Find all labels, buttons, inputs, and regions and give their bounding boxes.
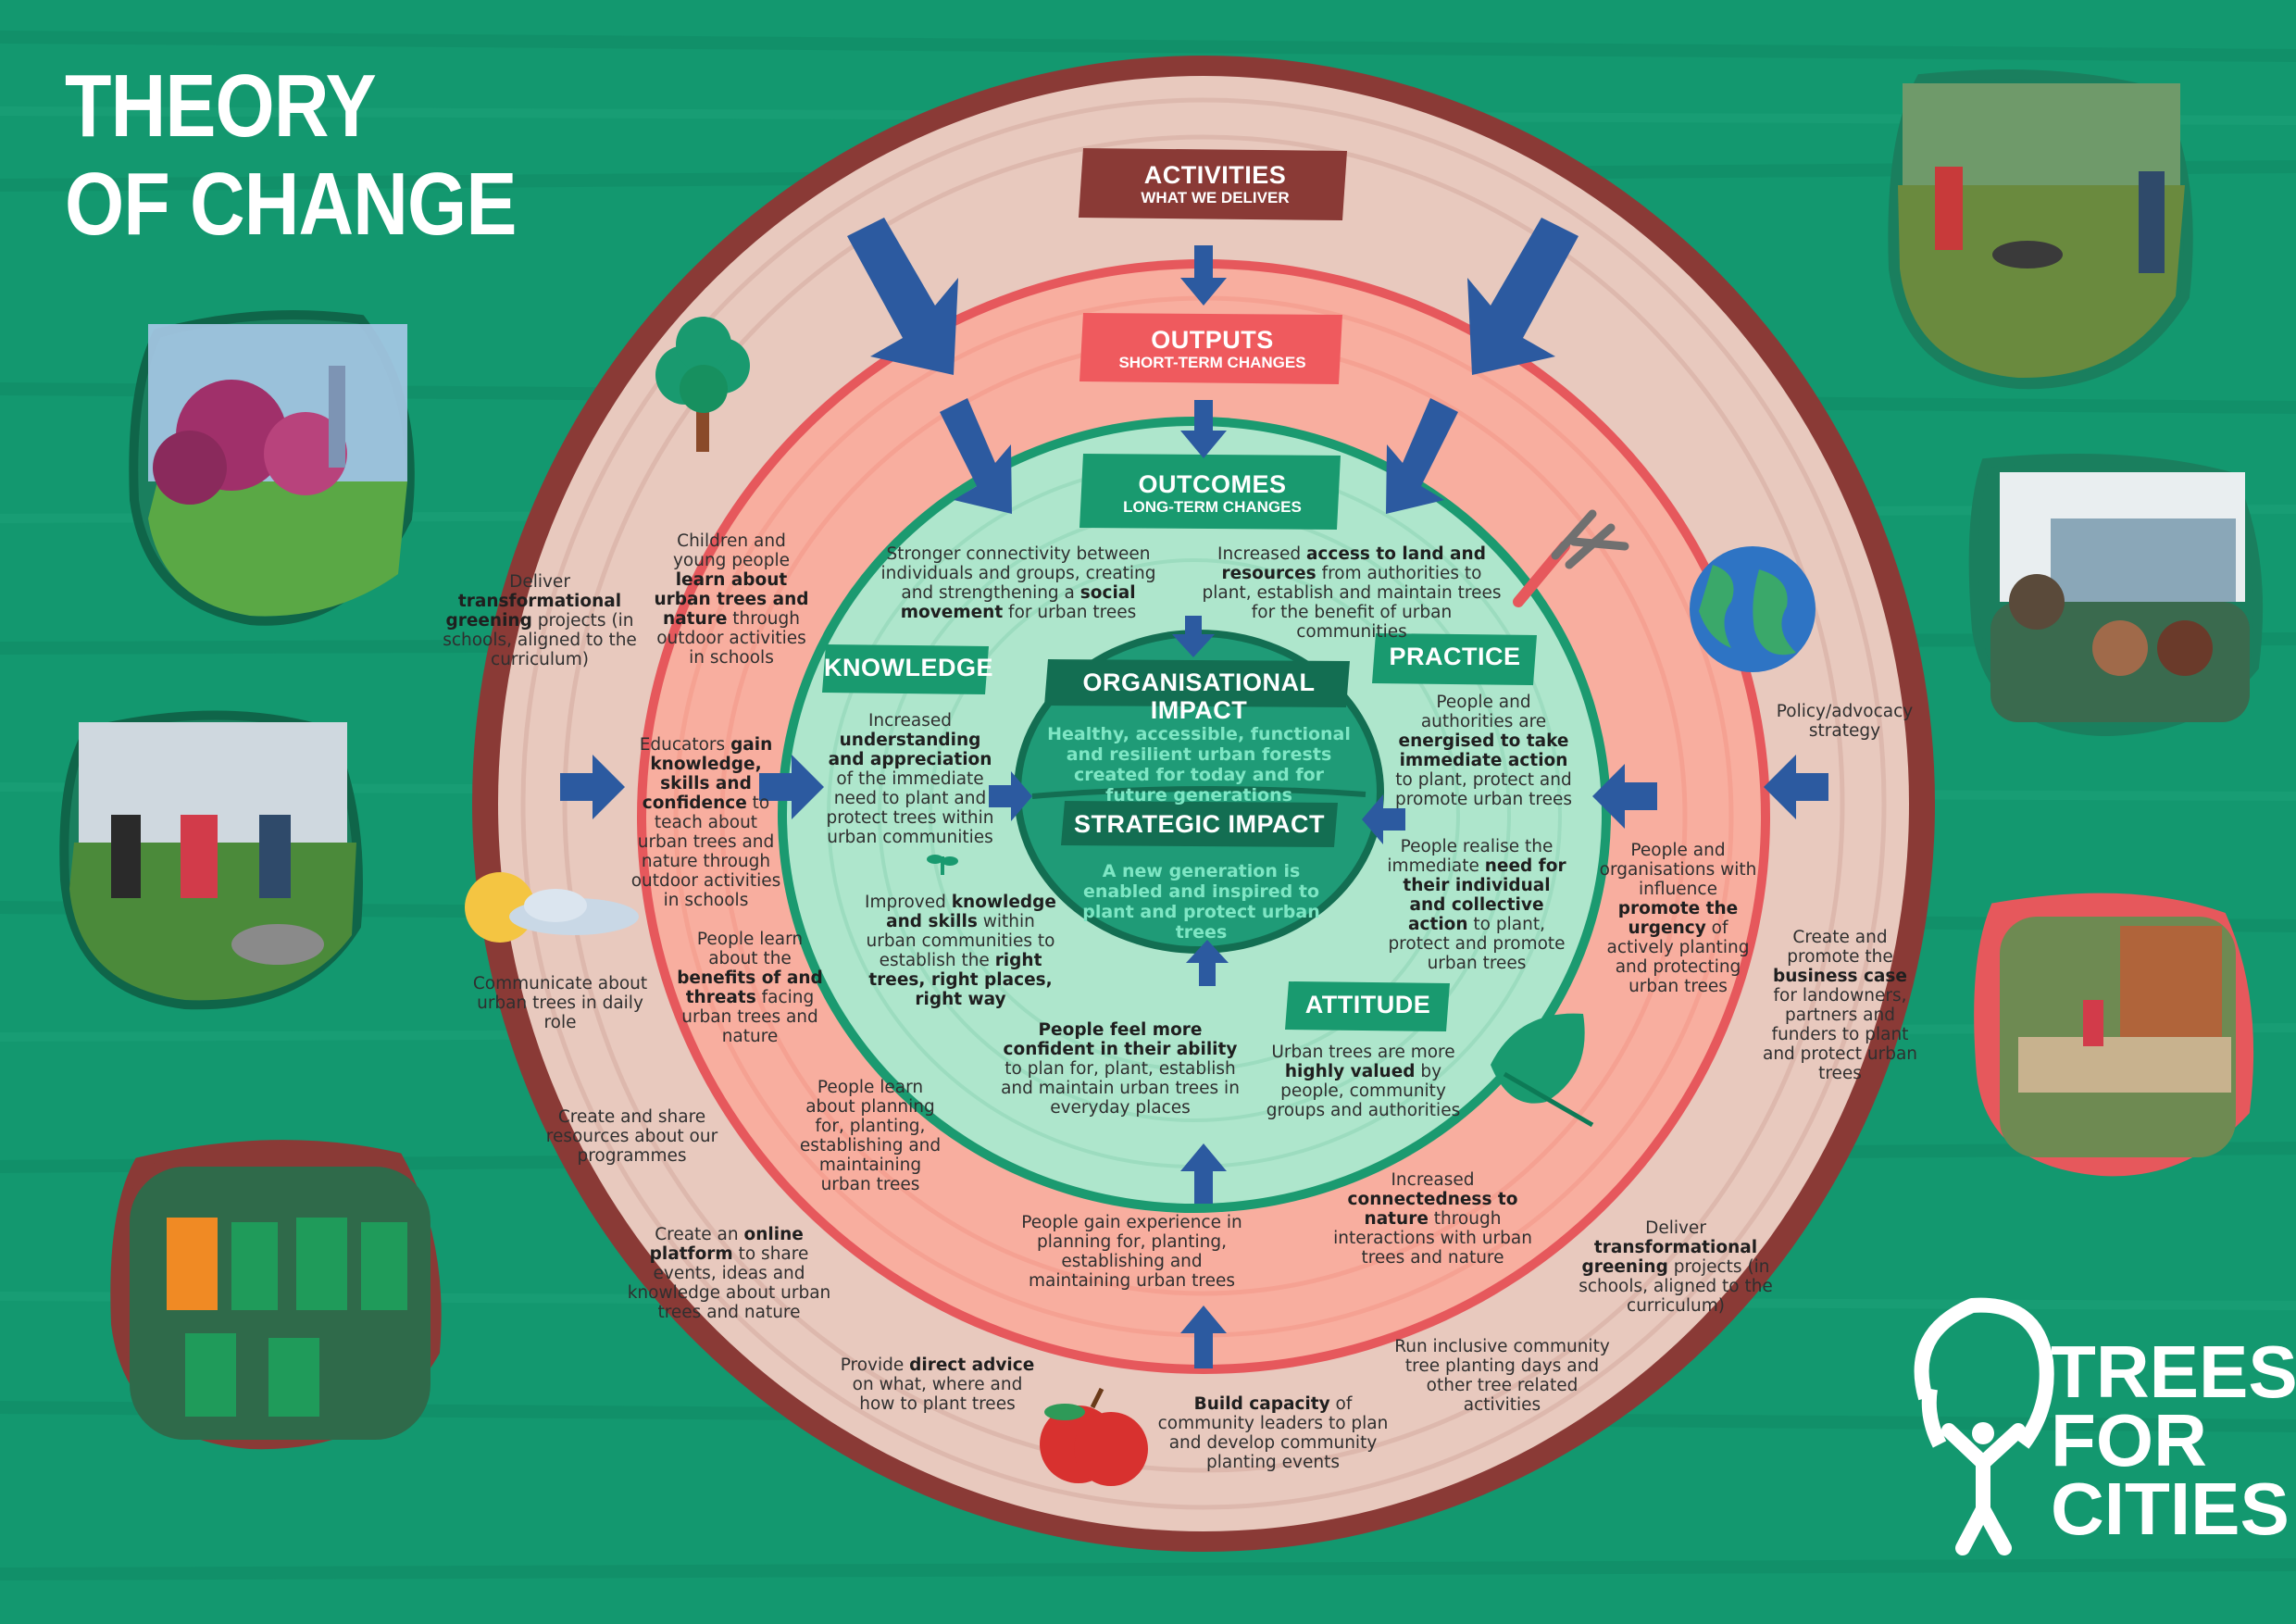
outputs-subtitle: SHORT-TERM CHANGES [1118,354,1306,371]
photo-tree-planting [1888,69,2193,390]
strategic-impact-banner: STRATEGIC IMPACT [1063,810,1336,838]
photo-community-map [1968,454,2264,737]
arrow-down-1 [1180,245,1227,306]
practice-title: PRACTICE [1389,643,1521,670]
outcome-understanding: Increased understanding and appreciation… [826,711,994,847]
photo-garden-kids [1974,893,2254,1177]
globe-icon [1690,546,1816,672]
activity-communicate: Communicate about urban trees in daily r… [472,974,648,1032]
activities-banner: ACTIVITIES WHAT WE DELIVER [1088,161,1342,206]
outcomes-subtitle: LONG-TERM CHANGES [1123,498,1302,516]
outputs-title: OUTPUTS [1151,326,1274,354]
activity-build-capacity: Build capacity of community leaders to p… [1157,1394,1389,1472]
knowledge-title: KNOWLEDGE [824,654,993,681]
apple-icon [1040,1387,1148,1486]
outcome-need-for-action: People realise the immediate need for th… [1387,837,1566,973]
arrow-up-bottom [1180,1305,1227,1368]
arrow-top-left [847,218,958,375]
organisational-impact-banner: ORGANISATIONAL IMPACT [1046,668,1352,724]
organisational-impact-title: ORGANISATIONAL IMPACT [1082,668,1316,724]
strategic-banner-shape [1061,801,1338,847]
activity-policy-strategy: Policy/advocacy strategy [1776,702,1914,741]
sprout-icon [927,855,958,875]
activities-banner-shape [1079,148,1347,220]
knowledge-banner: KNOWLEDGE [824,654,993,681]
strategic-impact-title: STRATEGIC IMPACT [1074,810,1325,838]
arrow-top-right [1467,218,1578,375]
logo-line-3: CITIES [2051,1468,2290,1550]
outer-ring-grain [520,97,1887,1510]
outcome-more-confident: People feel more confident in their abil… [1001,1020,1240,1118]
outcomes-title: OUTCOMES [1138,470,1287,498]
title-line-1: THEORY [65,56,377,156]
arrow-right-middle [1592,764,1657,829]
logo-line-1: TREES [2051,1330,2296,1413]
arrow-up-core [1186,940,1229,986]
logo-icon [1914,1297,2054,1555]
attitude-title: ATTITUDE [1304,991,1431,1018]
output-learn-planning: People learn about planning for, plantin… [799,1078,942,1194]
outcome-access-to-land: Increased access to land and resources f… [1202,544,1502,642]
outcome-stronger-connectivity: Stronger connectivity between individual… [880,544,1156,622]
activity-deliver-greening-right: Deliver transformational greening projec… [1578,1218,1773,1316]
arrow-down-2 [1180,400,1227,458]
activity-resources: Create and share resources about our pro… [545,1107,718,1166]
arrow-mid-right [1386,398,1458,514]
activity-planting-days: Run inclusive community tree planting da… [1394,1337,1610,1415]
flow-arrows [560,218,1828,1368]
core-divider [1031,785,1366,799]
trees-for-cities-logo: TREES FOR CITIES [2051,1330,2296,1550]
activity-online-platform: Create an online platform to share event… [627,1225,831,1322]
outputs-banner-shape [1079,313,1342,384]
page-title: THEORY OF CHANGE [65,57,517,254]
arrow-left-inner [989,771,1032,821]
arrow-mid-left [940,398,1012,514]
activity-direct-advice: Provide direct advice on what, where and… [840,1355,1035,1414]
output-children-learn: Children and young people learn about ur… [654,531,809,668]
activity-deliver-greening-left: Deliver transformational greening projec… [443,572,637,669]
title-line-2: OF CHANGE [65,155,517,254]
organisational-banner-shape [1044,659,1350,707]
activities-title: ACTIVITIES [1143,161,1287,189]
knowledge-banner-shape [822,644,989,694]
strategic-impact-text: A new generation is enabled and inspired… [1082,861,1320,943]
output-connectedness: Increased connectedness to nature throug… [1333,1170,1532,1268]
outputs-banner: OUTPUTS SHORT-TERM CHANGES [1085,326,1340,371]
output-urgency: People and organisations with influence … [1599,841,1757,996]
output-benefits-threats: People learn about the benefits of and t… [677,930,823,1046]
photo-schoolchildren [59,710,363,1010]
outcomes-banner-shape [1079,454,1341,530]
practice-banner: PRACTICE [1374,643,1536,670]
sun-cloud-icon [465,872,639,943]
output-educators-gain: Educators gain knowledge, skills and con… [630,735,781,910]
arrow-left-middle [759,755,824,819]
outcome-highly-valued: Urban trees are more highly valued by pe… [1266,1043,1461,1120]
output-gain-experience: People gain experience in planning for, … [1021,1213,1242,1291]
attitude-banner: ATTITUDE [1287,991,1449,1018]
arrow-left-outer [560,755,625,819]
activity-business-case: Create and promote the business case for… [1762,928,1918,1083]
attitude-banner-shape [1285,981,1450,1031]
leaf-icon [1491,1013,1594,1128]
fork-icon [1513,509,1629,607]
arrow-right-outer [1764,755,1828,819]
outcomes-banner: OUTCOMES LONG-TERM CHANGES [1085,470,1340,516]
arrow-right-inner [1362,794,1405,844]
photo-volunteers [110,1140,442,1450]
photo-blossom-trees [129,310,415,626]
organisational-impact-text: Healthy, accessible, functional and resi… [1047,724,1351,806]
tree-icon [655,317,750,452]
outcome-improved-knowledge: Improved knowledge and skills within urb… [865,893,1056,1009]
arrow-up-middle [1180,1143,1227,1204]
logo-line-2: FOR [2051,1399,2207,1481]
practice-banner-shape [1372,633,1537,685]
activities-subtitle: WHAT WE DELIVER [1141,189,1290,206]
outcome-energised: People and authorities are energised to … [1395,693,1572,809]
arrow-down-3 [1172,616,1215,657]
